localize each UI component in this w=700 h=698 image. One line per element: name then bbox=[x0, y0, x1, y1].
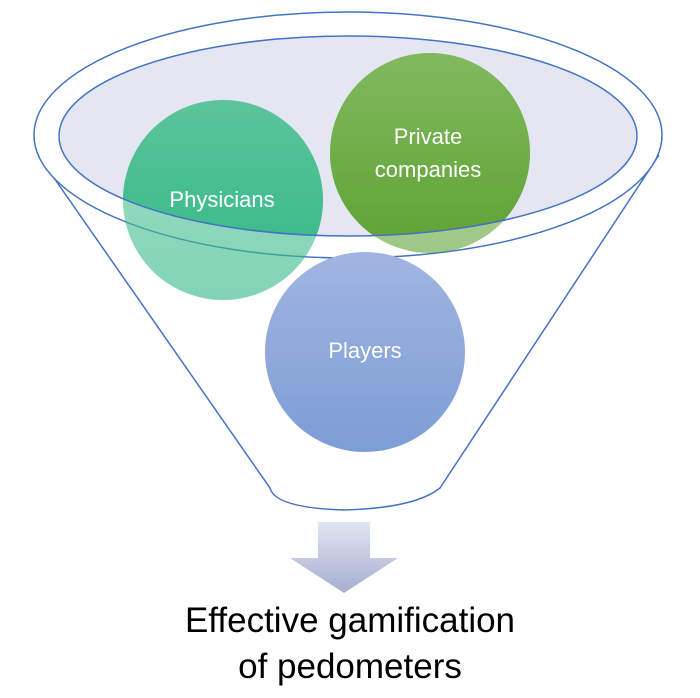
output-caption: Effective gamification of pedometers bbox=[0, 598, 700, 690]
output-caption-line1: Effective gamification bbox=[184, 601, 516, 640]
output-caption-line2: of pedometers bbox=[238, 647, 462, 686]
private-companies-label-line2: companies bbox=[375, 157, 481, 182]
physicians-circle bbox=[123, 100, 323, 300]
players-circle bbox=[265, 252, 465, 452]
private-companies-circle bbox=[330, 53, 530, 253]
players-label: Players bbox=[328, 338, 401, 363]
down-arrow-icon bbox=[290, 522, 398, 593]
funnel-outline bbox=[37, 154, 660, 511]
funnel-inner-rim-outline bbox=[58, 35, 638, 237]
private-companies-label-line1: Private bbox=[394, 124, 462, 149]
physicians-label: Physicians bbox=[169, 187, 274, 212]
